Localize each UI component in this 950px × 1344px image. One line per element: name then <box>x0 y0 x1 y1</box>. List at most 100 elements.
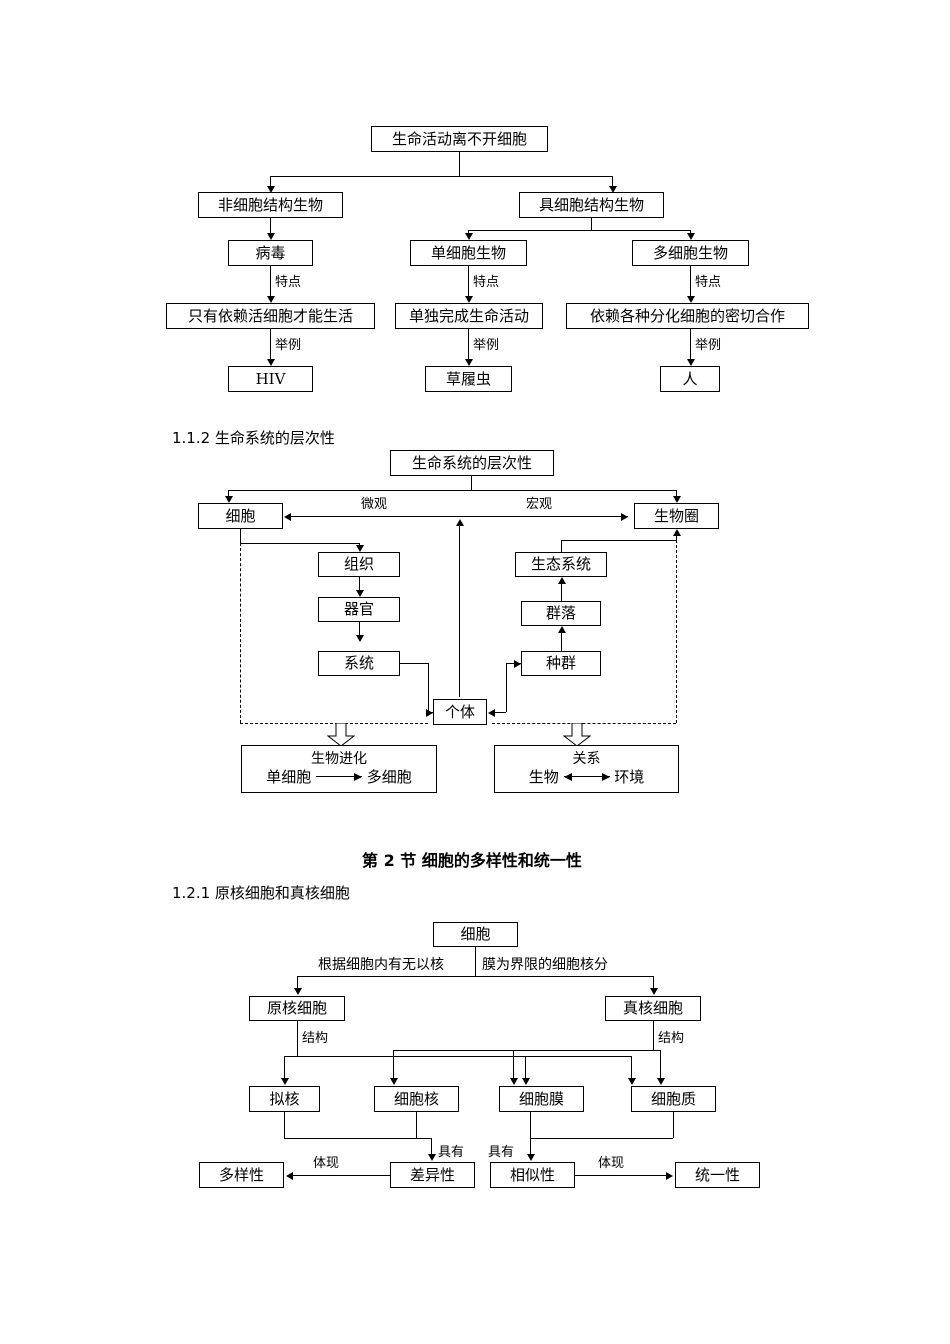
connector-tissue-to-organ <box>359 577 360 593</box>
edge-label-reflect-left: 体现 <box>312 1152 341 1171</box>
connector-virus-example <box>270 329 271 362</box>
node-virus-trait: 只有依赖活细胞才能生活 <box>166 303 375 329</box>
arrowhead-system-to-individual <box>426 708 433 717</box>
connector-hierarchy-split <box>228 490 676 491</box>
result-relation-title: 关系 <box>572 750 601 767</box>
arrowhead-eukaryote-to-cytoplasm <box>656 1078 665 1085</box>
connector-biosphere-drop <box>676 535 677 540</box>
arrowhead-to-biosphere <box>672 496 681 503</box>
node-similarity: 相似性 <box>490 1162 575 1188</box>
connector-noncell-to-virus <box>270 218 271 236</box>
heading-1-2-1: 1.2.1 原核细胞和真核细胞 <box>172 884 350 902</box>
arrowhead-unicell-trait <box>464 296 473 303</box>
edge-label-criterion-left: 根据细胞内有无以核 <box>318 957 444 973</box>
connector-virus-trait <box>270 266 271 299</box>
evolution-from: 单细胞 <box>266 768 312 787</box>
connector-difference-to-diversity <box>292 1175 390 1176</box>
connector-ecosystem-up <box>561 540 562 552</box>
edge-label-trait-1: 特点 <box>274 271 303 290</box>
connector-prokaryote-to-membrane <box>525 1056 526 1081</box>
connector-to-cell <box>228 490 229 499</box>
node-cell: 细胞 <box>198 503 283 529</box>
arrowhead-micro-to-cell <box>284 512 291 521</box>
connector-to-noncell <box>270 176 271 189</box>
connector-system-down <box>428 663 429 712</box>
edge-label-has-left: 具有 <box>437 1141 466 1160</box>
relation-right: 环境 <box>614 768 645 787</box>
arrowhead-tissue-to-organ <box>355 590 364 597</box>
connector-community-to-ecosystem <box>561 582 562 601</box>
node-eukaryote: 真核细胞 <box>605 996 701 1021</box>
node-result-relation: 关系 生物 环境 <box>494 745 679 793</box>
arrowhead-multicell-trait <box>686 296 695 303</box>
arrowhead-to-similarity <box>526 1154 535 1161</box>
connector-root-split <box>270 176 612 177</box>
result-evolution-title: 生物进化 <box>311 750 367 767</box>
arrowhead-virus-example <box>266 359 275 366</box>
node-prokaryote: 原核细胞 <box>249 996 345 1021</box>
node-nucleus: 细胞核 <box>374 1086 459 1112</box>
connector-dashed-rail-left <box>240 723 428 724</box>
node-community: 群落 <box>521 601 601 626</box>
edge-label-example-3: 举例 <box>694 334 723 353</box>
connector-system-right <box>400 663 428 664</box>
edge-label-structure-left: 结构 <box>301 1027 330 1046</box>
node-diversity: 多样性 <box>199 1162 284 1188</box>
arrowhead-prokaryote-to-membrane <box>521 1078 530 1085</box>
arrowhead-to-eukaryote <box>649 988 658 995</box>
edge-label-reflect-right: 体现 <box>597 1152 626 1171</box>
arrowhead-to-individual-right <box>488 708 495 717</box>
connector-nucleoid-down <box>284 1112 285 1138</box>
arrowhead-population-to-community <box>557 626 566 633</box>
connector-difference-drop <box>431 1138 432 1157</box>
connector-cell-to-tissue <box>240 543 359 544</box>
arrowhead-community-to-ecosystem <box>557 577 566 584</box>
node-nucleoid: 拟核 <box>249 1086 320 1112</box>
connector-prokaryote-down <box>297 1021 298 1056</box>
arrowhead-to-difference <box>427 1154 436 1161</box>
node-membrane: 细胞膜 <box>499 1086 584 1112</box>
connector-prokaryote-rail <box>284 1056 631 1057</box>
node-result-evolution: 生物进化 单细胞 多细胞 <box>241 745 437 793</box>
connector-micro-macro-axis <box>290 516 628 517</box>
arrowhead-multicell-example <box>686 359 695 366</box>
arrowhead-ecosystem-to-biosphere <box>672 529 681 536</box>
connector-population-to-community <box>561 631 562 651</box>
connector-ecosystem-to-biosphere <box>561 540 676 541</box>
edge-label-trait-3: 特点 <box>694 271 723 290</box>
arrowhead-prokaryote-to-cytoplasm <box>627 1078 636 1085</box>
node-unity: 统一性 <box>675 1162 760 1188</box>
connector-similarity-drop <box>530 1138 531 1157</box>
edge-label-macro: 宏观 <box>525 493 554 512</box>
node-organ: 器官 <box>318 597 400 622</box>
connector-eukaryote-down <box>653 1021 654 1050</box>
node-unicell-trait: 单独完成生命活动 <box>395 303 543 329</box>
arrowhead-to-hascell <box>608 186 617 193</box>
result-evolution-flow: 单细胞 多细胞 <box>266 768 412 787</box>
node-ecosystem: 生态系统 <box>515 552 607 577</box>
node-noncell-organism: 非细胞结构生物 <box>198 192 343 218</box>
connector-eukaryote-to-nucleus <box>393 1050 394 1081</box>
connector-cell-down <box>240 529 241 543</box>
connector-dashed-rail-right <box>492 723 676 724</box>
node-unicell-example: 草履虫 <box>425 366 512 392</box>
result-relation-flow: 生物 环境 <box>529 768 645 787</box>
connector-multicell-example <box>690 329 691 362</box>
connector-eukaryote-rail <box>393 1050 660 1051</box>
node-multicell-example: 人 <box>660 366 720 392</box>
heading-1-1-2: 1.1.2 生命系统的层次性 <box>172 429 335 447</box>
node-cytoplasm: 细胞质 <box>631 1086 716 1112</box>
connector-cytoplasm-down <box>673 1112 674 1138</box>
connector-individual-up <box>459 524 460 697</box>
node-hascell-organism: 具细胞结构生物 <box>519 192 664 218</box>
arrowhead-to-prokaryote <box>293 988 302 995</box>
connector-nucleoid-rail <box>284 1138 431 1139</box>
node-hierarchy-root: 生命系统的层次性 <box>390 450 554 476</box>
connector-similarity-to-unity <box>575 1175 669 1176</box>
edge-label-structure-right: 结构 <box>657 1027 686 1046</box>
connector-hascell-stem <box>591 218 592 230</box>
arrowhead-individual-up <box>455 519 464 526</box>
connector-organ-to-system <box>359 622 360 638</box>
arrowhead-to-noncell <box>266 186 275 193</box>
